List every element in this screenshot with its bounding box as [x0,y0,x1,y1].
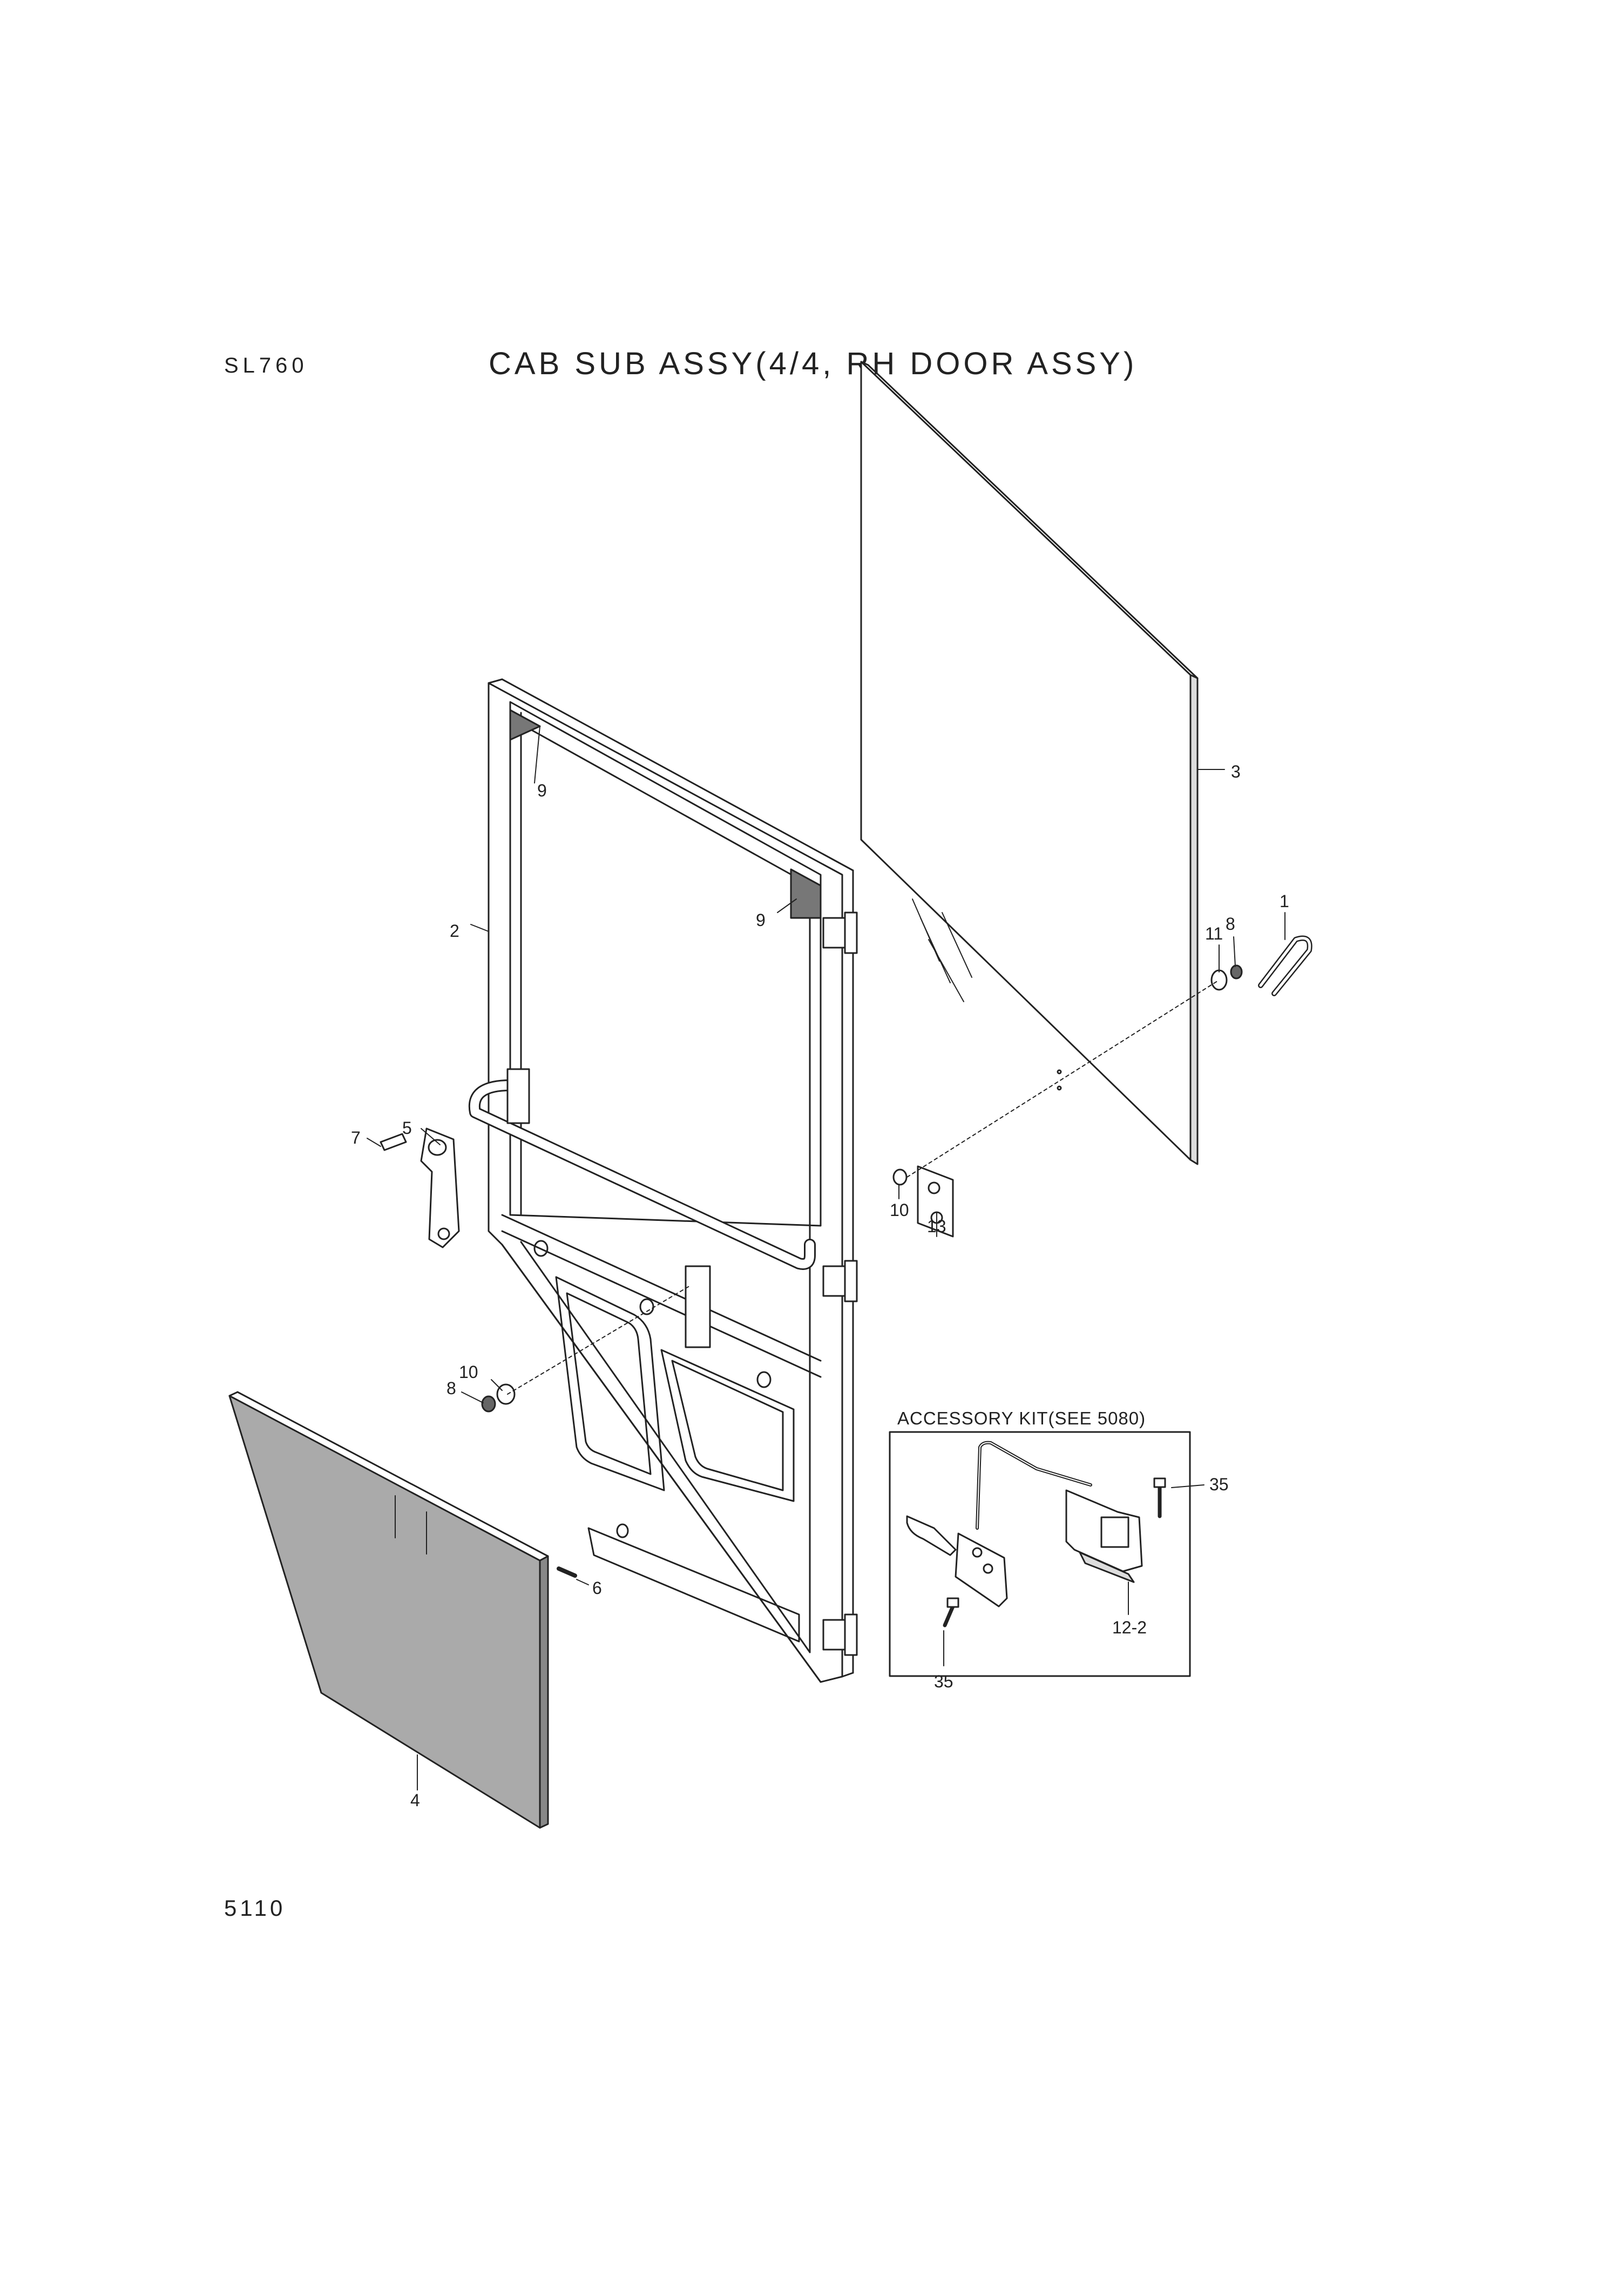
callout-7: 7 [351,1128,361,1147]
callout-35-right: 35 [1209,1475,1229,1494]
u-bolt-hardware [1210,935,1312,996]
nut-washer-lower [481,1383,516,1413]
model-code: SL760 [224,354,308,377]
callout-6: 6 [592,1578,602,1598]
accessory-kit-label: ACCESSORY KIT(SEE 5080) [897,1408,1146,1428]
callout-11: 11 [1205,924,1223,943]
callout-9-right: 9 [756,910,766,930]
glass-panel [860,361,1199,1165]
callout-10-upper: 10 [890,1200,909,1220]
callout-3: 3 [1231,762,1241,781]
accessory-kit-box [889,1431,1205,1677]
callout-2: 2 [450,921,459,941]
callout-12-2: 12-2 [1112,1618,1147,1637]
callout-13: 13 [927,1217,946,1236]
callout-labels: 3 2 9 9 1 8 11 5 7 10 13 10 8 6 4 35 12-… [351,762,1289,1810]
callout-1: 1 [1280,891,1289,911]
callout-4: 4 [410,1791,420,1810]
callout-35-left: 35 [934,1672,953,1691]
page-number: 5110 [224,1895,286,1921]
callout-8-lower: 8 [446,1379,456,1398]
screw-6 [557,1566,577,1578]
door-frame [468,678,858,1683]
callout-9-top: 9 [537,781,547,800]
lower-panel [228,1391,549,1829]
callout-10-lower: 10 [459,1362,478,1382]
latch-assembly [380,1127,460,1248]
callout-8-upper: 8 [1226,914,1235,934]
page-title: CAB SUB ASSY(4/4, RH DOOR ASSY) [489,346,1138,381]
callout-5: 5 [402,1118,412,1138]
